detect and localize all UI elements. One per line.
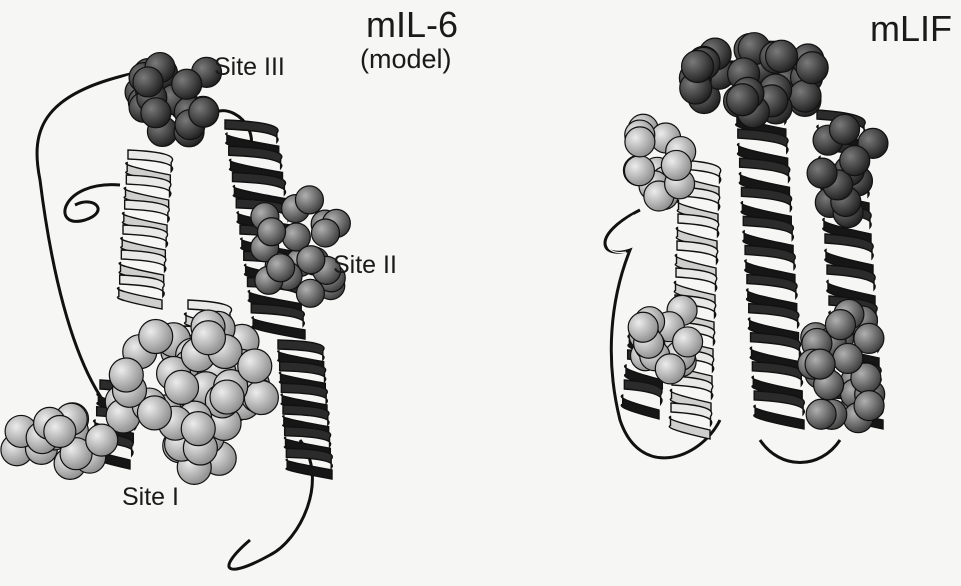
lif-top-cluster-atom: [796, 52, 828, 84]
lif-right-upper-cluster-atom: [840, 146, 870, 176]
site-i-label: Site I: [122, 483, 179, 512]
il6-site3-cluster-atom: [133, 67, 163, 97]
lif-top-cluster-atom: [789, 80, 821, 112]
lif-helix-d-segment: [621, 395, 659, 419]
lif-structure: [605, 33, 888, 463]
il6-subtitle: (model): [360, 44, 452, 75]
il6-helix-b-segment: [252, 317, 305, 339]
lif-top-cluster-atom: [766, 40, 798, 72]
il6-site3-cluster-atom: [141, 98, 171, 128]
il6-site1-cluster-atom: [109, 358, 143, 392]
lif-left-lower-cluster-atom: [673, 327, 703, 357]
il6-site1-left-cluster-atom: [86, 424, 118, 456]
il6-helix-a: [117, 150, 172, 309]
il6-site1-cluster-atom: [181, 412, 215, 446]
lif-left-lower-cluster-atom: [628, 312, 658, 342]
lif-loop-bottom: [760, 440, 840, 463]
il6-site1-left-cluster-atom: [44, 415, 76, 447]
lif-top-cluster-atom: [682, 50, 714, 82]
lif-title: mLIF: [870, 8, 952, 50]
il6-helix-a-segment: [117, 288, 162, 310]
site-ii-label: Site II: [333, 251, 397, 280]
lif-helix-b-segment: [754, 405, 804, 429]
lif-left-upper-cluster-atom: [625, 127, 655, 157]
il6-site2-cluster-atom: [267, 254, 295, 282]
il6-site3-cluster-atom: [189, 97, 219, 127]
lif-helix-a-segment: [669, 417, 710, 440]
il6-site1-cluster-atom: [165, 370, 199, 404]
il6-site2-cluster-atom: [258, 218, 286, 246]
lif-right-upper-cluster-atom: [807, 158, 837, 188]
lif-right-lower-cluster-atom: [854, 391, 884, 421]
il6-site2-cluster-atom: [296, 279, 324, 307]
site-iii-label: Site III: [214, 53, 285, 82]
il6-site1-cluster-atom: [191, 321, 225, 355]
il6-loop-curl: [65, 185, 120, 222]
il6-site2-cluster: [251, 186, 351, 307]
lif-right-lower-cluster-atom: [825, 310, 855, 340]
il6-site2-cluster-atom: [295, 186, 323, 214]
il6-site1-cluster-atom: [139, 319, 173, 353]
il6-helix-c: [278, 340, 333, 479]
il6-site1-cluster-atom: [244, 381, 278, 415]
il6-site1-cluster-atom: [238, 349, 272, 383]
lif-left-lower-cluster-atom: [655, 354, 685, 384]
lif-right-lower-cluster-atom: [805, 349, 835, 379]
lif-top-cluster: [679, 33, 828, 128]
il6-site1-cluster: [105, 310, 278, 484]
lif-right-lower-cluster-atom: [806, 399, 836, 429]
lif-left-lower-cluster: [628, 295, 702, 383]
il6-title: mIL-6: [366, 4, 458, 46]
lif-right-lower-cluster: [798, 299, 885, 432]
il6-site1-cluster-atom: [137, 396, 171, 430]
il6-site2-cluster-atom: [297, 246, 325, 274]
il6-site3-cluster: [125, 53, 221, 147]
lif-left-upper-cluster: [623, 114, 695, 211]
lif-left-upper-cluster-atom: [624, 156, 654, 186]
lif-right-lower-cluster-atom: [833, 343, 863, 373]
lif-right-upper-cluster: [807, 114, 888, 227]
lif-helix-b: [736, 100, 805, 429]
lif-left-upper-cluster-atom: [661, 150, 691, 180]
il6-site3-cluster-atom: [172, 69, 202, 99]
lif-top-cluster-atom: [727, 84, 759, 116]
il6-site1-cluster-atom: [210, 380, 244, 414]
il6-site2-cluster-atom: [311, 219, 339, 247]
il6-loop-bottom: [229, 440, 312, 569]
lif-right-upper-cluster-atom: [829, 114, 859, 144]
